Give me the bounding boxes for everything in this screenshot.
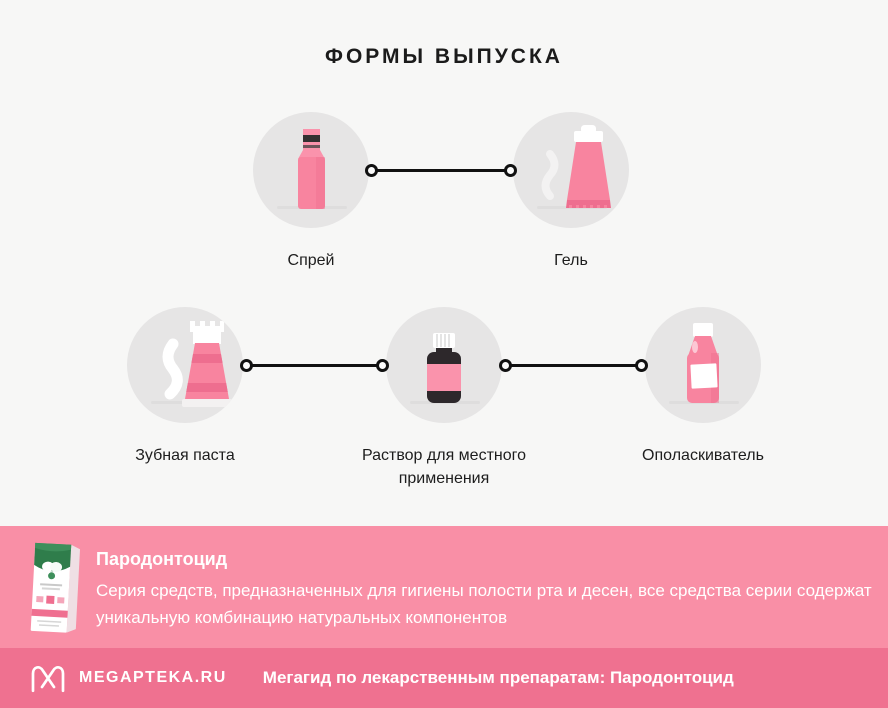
connector-ring-icon	[376, 359, 389, 372]
parodontocid-box-icon	[30, 542, 81, 633]
page-title: ФОРМЫ ВЫПУСКА	[325, 45, 563, 68]
form-label-toothpaste: Зубная паста	[135, 447, 235, 464]
connector-segment	[375, 169, 507, 172]
form-circle-solution	[386, 307, 502, 423]
connector-line	[240, 359, 389, 372]
form-label-gel: Гель	[554, 252, 588, 269]
form-circle-toothpaste	[127, 307, 243, 423]
spray-bottle-icon	[277, 129, 347, 209]
form-label-spray: Спрей	[287, 252, 335, 269]
connector-line	[365, 164, 517, 177]
megapteka-logo-icon	[31, 666, 65, 693]
footer-tagline: Мегагид по лекарственным препаратам: Пар…	[262, 668, 734, 687]
connector-ring-icon	[635, 359, 648, 372]
form-circle-gel	[513, 112, 629, 228]
gel-tube-icon	[537, 125, 611, 209]
product-name: Пародонтоцид	[96, 549, 228, 569]
form-label-solution: Раствор для местного применения	[361, 447, 527, 487]
form-label-mouthwash: Ополаскиватель	[642, 447, 764, 464]
banner-text-block: Пародонтоцид Серия средств, предназначен…	[96, 549, 876, 631]
connector-ring-icon	[504, 164, 517, 177]
toothpaste-tube-icon	[151, 321, 232, 407]
brand-name: MEGAPTEKA.RU	[79, 669, 227, 686]
mouthwash-bottle-icon	[669, 323, 739, 404]
product-banner: Пародонтоцид Серия средств, предназначен…	[0, 526, 888, 648]
product-description: Серия средств, предназначенных для гигие…	[96, 581, 872, 627]
connector-segment	[509, 364, 638, 367]
footer-bar: MEGAPTEKA.RU Мегагид по лекарственным пр…	[0, 648, 888, 708]
dropper-bottle-icon	[410, 333, 480, 404]
form-circle-spray	[253, 112, 369, 228]
connector-line	[499, 359, 648, 372]
connector-segment	[250, 364, 379, 367]
form-circle-mouthwash	[645, 307, 761, 423]
